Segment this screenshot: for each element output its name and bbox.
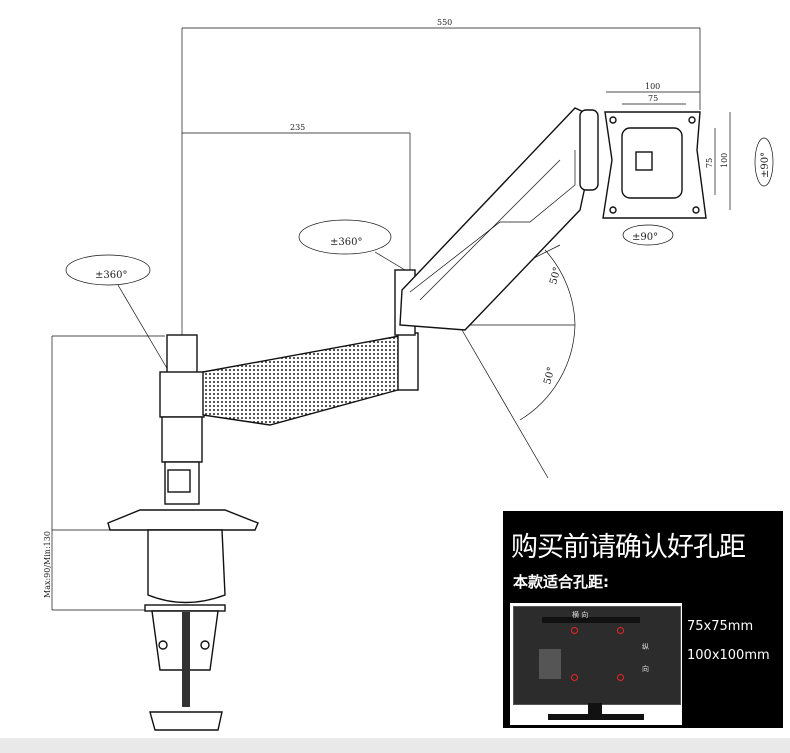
vesa-hole bbox=[617, 627, 624, 634]
svg-text:550: 550 bbox=[437, 18, 452, 27]
svg-text:50°: 50° bbox=[548, 266, 563, 286]
elbow-swivel-indicator: ±360° bbox=[298, 219, 406, 271]
dimension-vesa: 100 75 75 100 bbox=[606, 82, 731, 210]
svg-text:75: 75 bbox=[648, 94, 658, 103]
lower-arm bbox=[202, 269, 419, 426]
dimension-pole-height: Max:90/Min:130 bbox=[43, 335, 165, 611]
base-swivel-indicator: ±360° bbox=[65, 254, 169, 371]
spec-100: 100x100mm bbox=[687, 648, 770, 663]
svg-text:Max:90/Min:130: Max:90/Min:130 bbox=[43, 531, 52, 598]
svg-text:75: 75 bbox=[705, 158, 714, 168]
head-tilt-indicator: ±90° bbox=[754, 137, 774, 187]
svg-text:±360°: ±360° bbox=[95, 270, 127, 281]
svg-text:100: 100 bbox=[720, 153, 729, 168]
clamp-base bbox=[107, 334, 259, 731]
vesa-hole bbox=[571, 627, 578, 634]
svg-text:±90°: ±90° bbox=[632, 232, 658, 243]
svg-text:100: 100 bbox=[645, 82, 660, 91]
tv-label-vertical-1: 纵 bbox=[642, 643, 649, 651]
vesa-plate bbox=[602, 111, 707, 219]
head-rotate-indicator: ±90° bbox=[622, 224, 674, 246]
footer-bar bbox=[0, 738, 790, 753]
panel-subtitle: 本款适合孔距: bbox=[513, 573, 609, 591]
upper-arm bbox=[399, 107, 599, 331]
svg-text:50°: 50° bbox=[542, 366, 557, 386]
spec-75: 75x75mm bbox=[687, 619, 754, 634]
tv-back-image: 横 向 纵 向 bbox=[510, 603, 682, 725]
dimension-235: 235 bbox=[182, 123, 411, 270]
tv-label-horizontal: 横 向 bbox=[572, 611, 589, 619]
dimension-550: 550 bbox=[181, 18, 701, 340]
vesa-info-panel: 购买前请确认好孔距 本款适合孔距: 横 向 纵 向 75x75mm 100x10… bbox=[503, 511, 783, 728]
tv-label-vertical-2: 向 bbox=[642, 665, 649, 673]
panel-title: 购买前请确认好孔距 bbox=[511, 532, 746, 563]
svg-text:235: 235 bbox=[290, 123, 305, 132]
svg-text:±360°: ±360° bbox=[330, 237, 362, 248]
vesa-hole bbox=[617, 674, 624, 681]
vesa-hole bbox=[571, 674, 578, 681]
svg-text:±90°: ±90° bbox=[760, 152, 771, 178]
